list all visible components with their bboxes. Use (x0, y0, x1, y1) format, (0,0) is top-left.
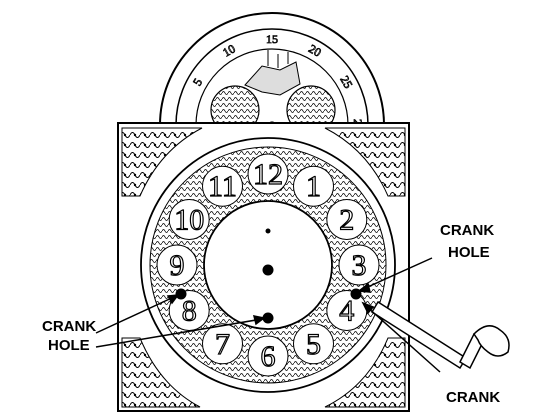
hour-numeral: 1 (306, 170, 321, 203)
hand-shaft-hole (263, 265, 274, 276)
right-crank-hole-label-line1: CRANK (440, 222, 494, 239)
left-crank-hole (176, 289, 187, 300)
crank-label: CRANK (446, 389, 500, 406)
hour-numeral: 3 (352, 249, 367, 282)
hour-numeral: 12 (253, 158, 283, 191)
hour-numeral: 11 (208, 170, 237, 203)
hour-numeral: 5 (306, 328, 321, 361)
hour-numeral: 6 (261, 340, 276, 373)
left-crank-hole-label-line1: CRANK (42, 318, 96, 335)
hour-numeral: 2 (339, 204, 354, 237)
hand-post-hole (266, 229, 271, 234)
right-crank-hole-label-line2: HOLE (448, 244, 490, 261)
moon-phase-arch: 151015202529 (160, 13, 384, 134)
left-crank-hole-label-line2: HOLE (48, 337, 90, 354)
hour-numeral: 8 (182, 295, 197, 328)
moon-dial-number: 15 (266, 32, 278, 46)
hour-numeral: 7 (215, 328, 230, 361)
hour-numeral: 9 (170, 249, 185, 282)
hour-numeral: 4 (339, 295, 354, 328)
hour-numeral: 10 (174, 204, 204, 237)
